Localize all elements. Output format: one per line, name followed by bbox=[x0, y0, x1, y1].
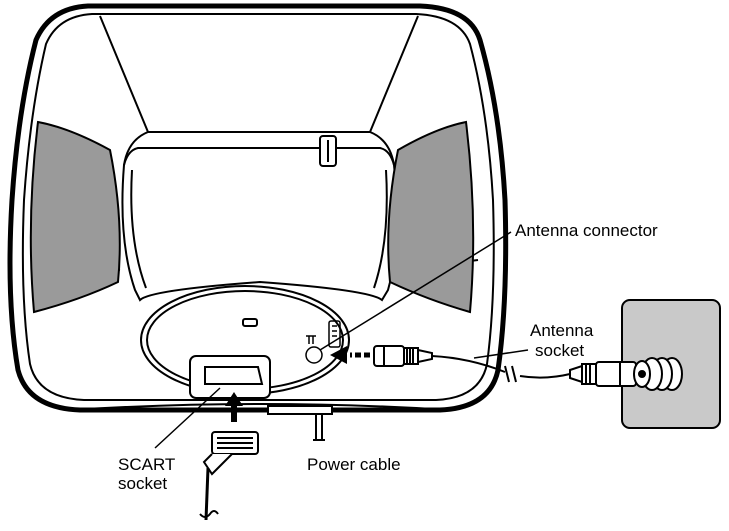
leader-lines bbox=[154, 231, 529, 449]
power-cable-label: Power cable bbox=[307, 455, 401, 474]
scart-insert-arrow bbox=[225, 392, 243, 422]
antenna-socket-label-line1: Antenna bbox=[530, 321, 594, 340]
antenna-plug-tv bbox=[373, 345, 433, 367]
scart-socket bbox=[189, 355, 271, 399]
right-side-panel bbox=[387, 120, 475, 314]
antenna-insert-arrow bbox=[330, 346, 370, 364]
antenna-plug-wall bbox=[569, 361, 637, 387]
scart-socket-label-line1: SCART bbox=[118, 455, 175, 474]
antenna-wall-socket bbox=[633, 357, 683, 391]
scart-socket-label-line2: socket bbox=[118, 474, 167, 493]
antenna-connector bbox=[305, 320, 341, 364]
antenna-socket-label-line2: socket bbox=[535, 341, 584, 360]
power-cable bbox=[267, 405, 333, 441]
antenna-connector-label: Antenna connector bbox=[515, 221, 658, 240]
antenna-cable bbox=[431, 355, 571, 383]
scart-plug bbox=[199, 431, 259, 521]
left-side-panel bbox=[29, 120, 121, 314]
